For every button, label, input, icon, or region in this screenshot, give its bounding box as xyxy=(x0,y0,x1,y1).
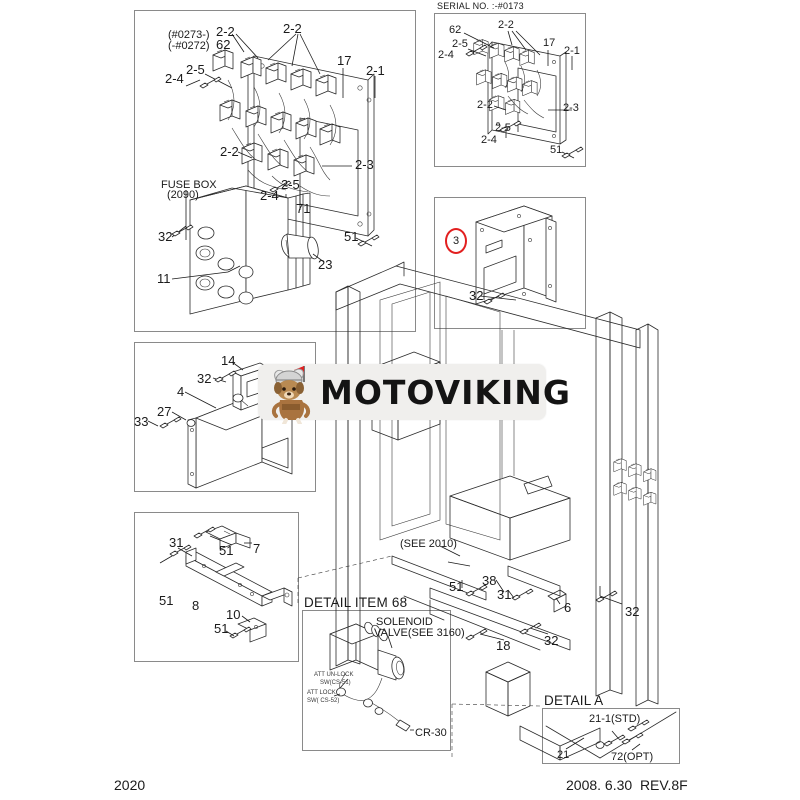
callout-51-main: 51 xyxy=(344,229,359,244)
label-att-lock: ATT LOCK xyxy=(307,690,336,696)
callout-32-ecu: 32 xyxy=(197,371,212,386)
callout-32-fuse: 32 xyxy=(158,229,173,244)
callout-2-2-s1: 2-2 xyxy=(498,19,514,31)
callout-62-serial: 62 xyxy=(449,24,462,36)
callout-32-controller: 32 xyxy=(469,288,484,303)
callout-38: 38 xyxy=(482,573,497,588)
label-solenoid-valve-ref: VALVE(SEE 3160) xyxy=(374,627,465,639)
callout-14: 14 xyxy=(221,353,236,368)
callout-51-b3: 51 xyxy=(214,621,229,636)
detail-68-solenoid xyxy=(329,621,414,732)
callout-17-serial: 17 xyxy=(543,37,556,49)
relay-box-main-panel-frame xyxy=(134,10,416,332)
fuse-box-assembly xyxy=(171,185,311,315)
callout-2-2-s2: 2-2 xyxy=(477,99,493,111)
serial-no-header: SERIAL NO. :-#0173 xyxy=(437,1,524,11)
callout-7: 7 xyxy=(253,541,261,556)
label-fuse-box: FUSE BOX xyxy=(161,179,217,191)
callout-8: 8 xyxy=(192,598,200,613)
label-att-unlock-sw: SW(CS-51) xyxy=(320,680,351,686)
callout-2-3-serial: 2-3 xyxy=(563,102,579,114)
page-number: 2020 xyxy=(114,777,146,793)
highlight-marker-label: 3 xyxy=(452,235,460,247)
callout-4: 4 xyxy=(177,384,185,399)
label-solenoid: SOLENOID xyxy=(376,616,433,628)
callout-2-2-b: 2-2 xyxy=(283,21,302,36)
callout-31-bracket: 31 xyxy=(169,535,184,550)
callout-23: 23 xyxy=(318,257,333,272)
label-att-lock-sw: SW( CS-52) xyxy=(307,698,340,704)
callout-62: 62 xyxy=(216,37,231,52)
callout-2-2-c: 2-2 xyxy=(220,144,239,159)
callout-2-5-s1: 2-5 xyxy=(452,38,468,50)
detail-item-68-frame xyxy=(302,610,451,751)
callout-33: 33 xyxy=(134,414,149,429)
machine-cab-overview-art xyxy=(297,261,659,761)
callout-72-opt: 72(OPT) xyxy=(611,751,654,763)
bracket-panel-frame xyxy=(134,512,299,662)
callout-51-b1: 51 xyxy=(219,543,234,558)
motoviking-watermark: MOTOVIKING xyxy=(258,364,570,424)
callout-71: 71 xyxy=(296,201,311,216)
relay-plate-main xyxy=(185,33,380,247)
watermark-text: MOTOVIKING xyxy=(320,372,571,412)
callout-27: 27 xyxy=(157,404,172,419)
callout-2-4-a: 2-4 xyxy=(165,71,184,86)
callout-17: 17 xyxy=(337,53,352,68)
callout-32-m2: 32 xyxy=(544,633,559,648)
callout-51-machine: 51 xyxy=(449,579,464,594)
part-23-cylinder xyxy=(281,233,325,263)
callout-2-5-s2: 2-5 xyxy=(495,122,511,134)
callout-21-1-std: 21-1(STD) xyxy=(589,713,641,725)
callout-32-m1: 32 xyxy=(625,604,640,619)
callout-2-3: 2-3 xyxy=(355,157,374,172)
relay-plate-serial xyxy=(463,30,584,159)
revision-date: 2008. 6.30 REV.8F xyxy=(566,777,688,793)
callout-2-5-b: 2-5 xyxy=(281,177,300,192)
label-fuse-box-code: (2090) xyxy=(167,189,199,201)
callout-0273: (#0273-) xyxy=(168,29,210,41)
callout-2-4-b: 2-4 xyxy=(260,188,279,203)
callout-18: 18 xyxy=(496,638,511,653)
callout-10: 10 xyxy=(226,607,241,622)
highlight-marker-3: 3 xyxy=(445,228,467,254)
callout-2-2-a: 2-2 xyxy=(216,24,235,39)
bracket-assembly xyxy=(159,525,293,643)
callout-2-4-s2: 2-4 xyxy=(481,134,497,146)
label-att-unlock: ATT UN-LOCK xyxy=(314,672,354,678)
callout-51-serial: 51 xyxy=(550,144,563,156)
controller-unit xyxy=(475,205,557,305)
detail-a-frame xyxy=(542,708,680,764)
callout-2-1-serial: 2-1 xyxy=(564,45,580,57)
callout-cr-30: CR-30 xyxy=(415,727,447,739)
callout-31-machine: 31 xyxy=(497,587,512,602)
detail-a-title: DETAIL A xyxy=(544,693,604,708)
callout-11: 11 xyxy=(157,271,171,286)
callout-see-2010: (SEE 2010) xyxy=(400,538,457,550)
callout-51-b2: 51 xyxy=(159,593,174,608)
callout-6: 6 xyxy=(564,600,572,615)
detail-item-68-title: DETAIL ITEM 68 xyxy=(304,595,408,610)
relay-box-serial-panel-frame xyxy=(434,13,586,167)
callout-2-5-a: 2-5 xyxy=(186,62,205,77)
callout-2-1: 2-1 xyxy=(366,63,385,78)
controller-panel-frame xyxy=(434,197,586,329)
callout-21: 21 xyxy=(557,749,570,761)
callout-0272: (-#0272) xyxy=(168,40,210,52)
callout-2-4-s1: 2-4 xyxy=(438,49,454,61)
viking-dog-icon xyxy=(271,366,311,424)
